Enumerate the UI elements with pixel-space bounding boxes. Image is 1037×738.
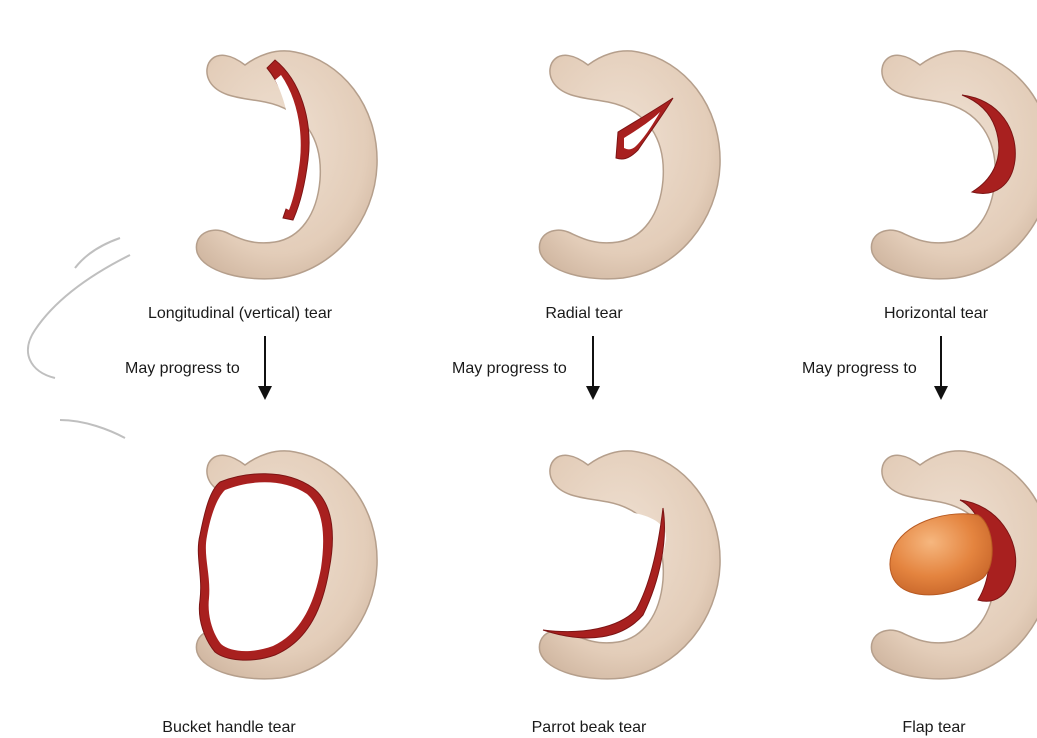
meniscus-longitudinal <box>196 51 377 279</box>
label-bucket-handle: Bucket handle tear <box>162 719 296 736</box>
meniscus-parrot-beak <box>539 451 720 679</box>
meniscus-flap <box>871 451 1037 679</box>
meniscus-horizontal <box>871 51 1037 279</box>
meniscus-radial <box>539 51 720 279</box>
watermark-shape <box>28 238 130 438</box>
label-longitudinal: Longitudinal (vertical) tear <box>148 305 333 322</box>
down-arrow-icon <box>258 336 272 400</box>
label-flap: Flap tear <box>902 719 966 736</box>
label-radial: Radial tear <box>545 305 623 322</box>
progress-text-2: May progress to <box>452 360 567 377</box>
label-horizontal: Horizontal tear <box>884 305 989 322</box>
label-parrot-beak: Parrot beak tear <box>532 719 647 736</box>
down-arrow-icon <box>586 336 600 400</box>
down-arrow-icon <box>934 336 948 400</box>
progress-text-3: May progress to <box>802 360 917 377</box>
progress-text-1: May progress to <box>125 360 240 377</box>
meniscus-bucket-handle <box>196 451 377 679</box>
